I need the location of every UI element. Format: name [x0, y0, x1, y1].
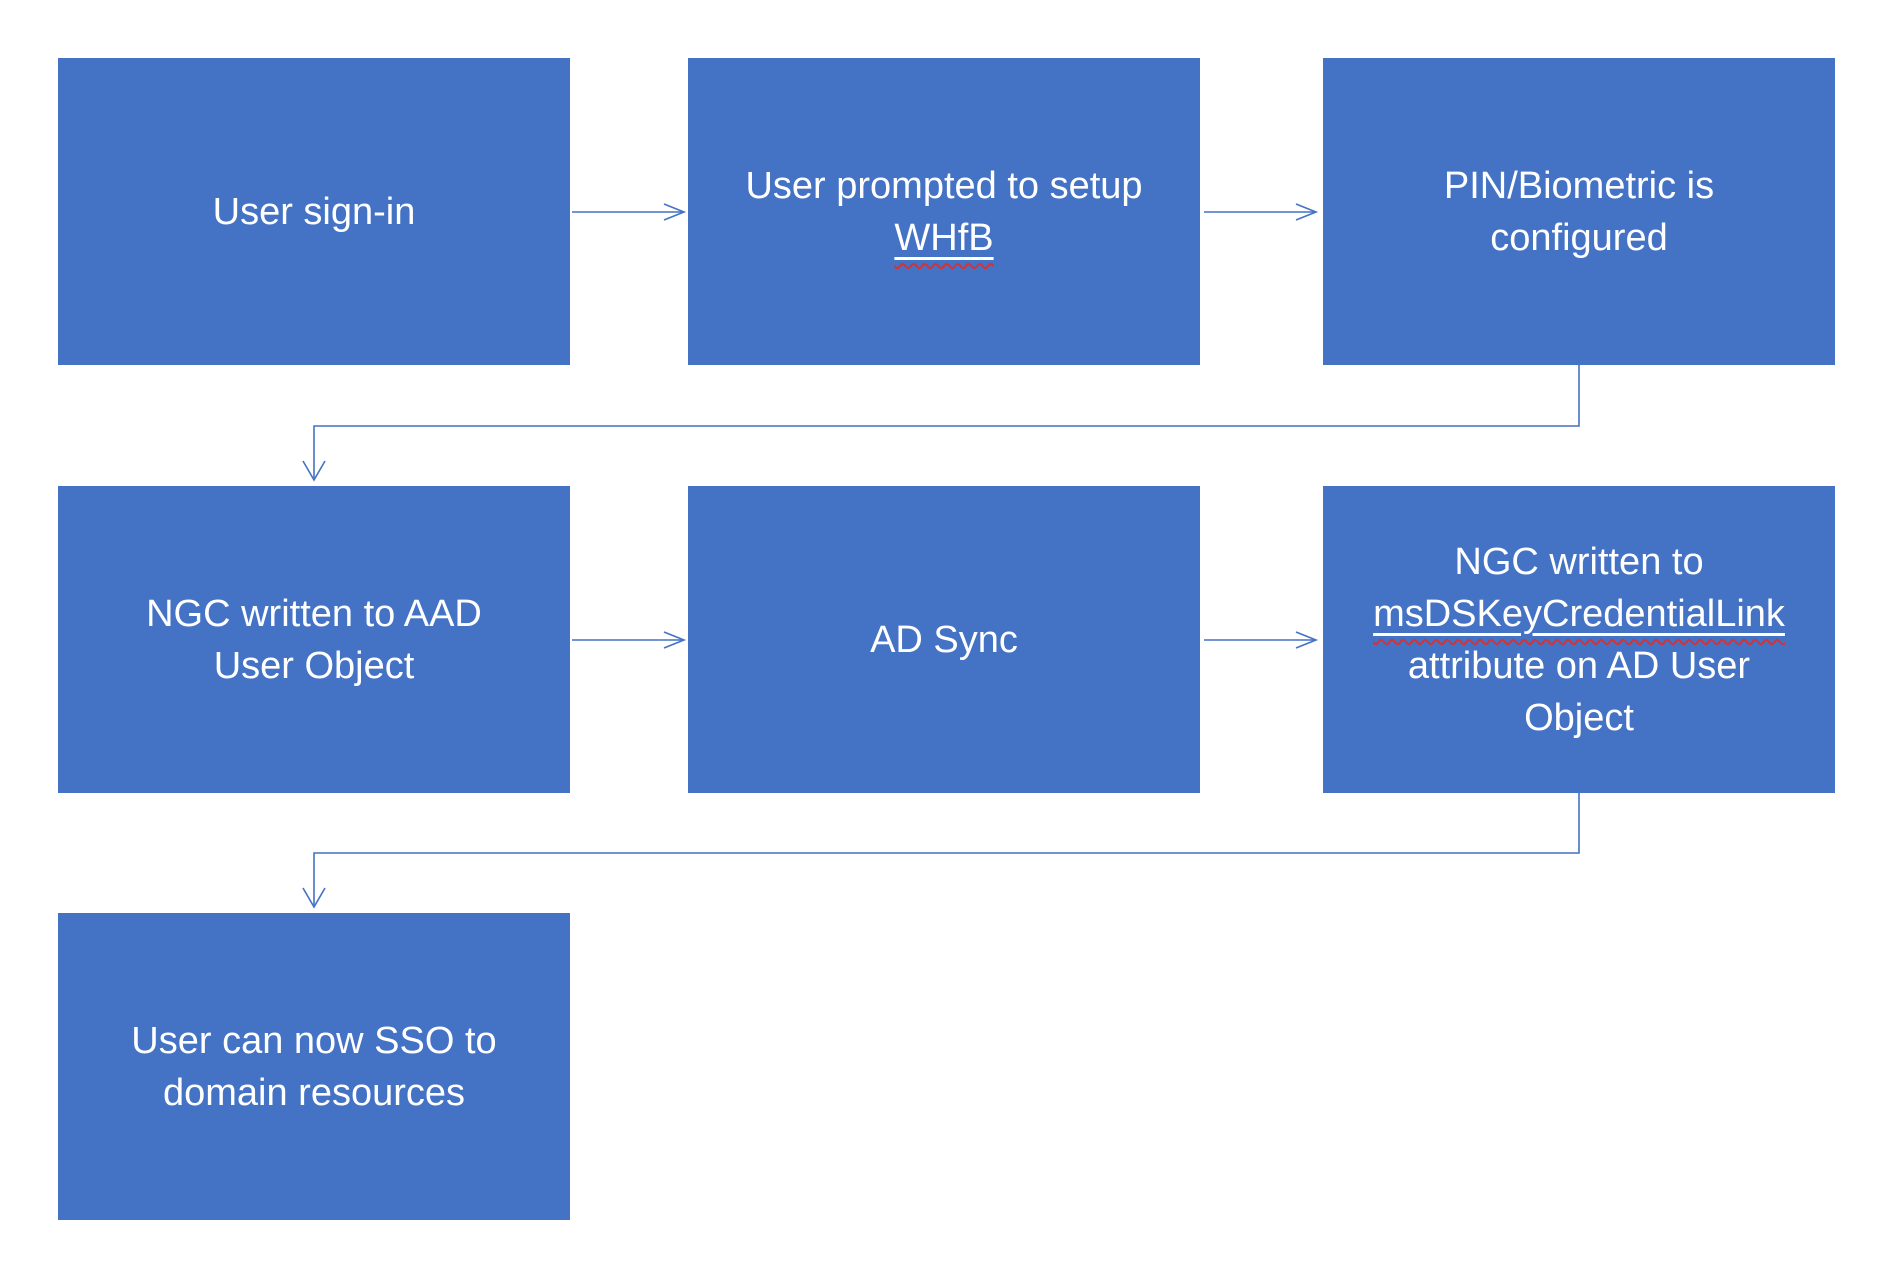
- flow-node-user-sign-in: User sign-in: [58, 58, 570, 365]
- node-label-line: WHfB: [894, 212, 993, 264]
- arrow-prompt-to-pin: [1204, 203, 1319, 221]
- flow-node-user-sso: User can now SSO to domain resources: [58, 913, 570, 1220]
- node-label-line: configured: [1490, 216, 1668, 259]
- elbow-ngckey-to-sso: [302, 793, 1580, 909]
- elbow-pin-to-ngcaad: [302, 365, 1580, 482]
- flow-node-user-prompted-whfb: User prompted to setup WHfB: [688, 58, 1200, 365]
- whfb-link[interactable]: WHfB: [894, 217, 993, 259]
- msdskeycredentiallink-link-text: msDSKeyCredentialLink: [1373, 592, 1785, 635]
- node-label-line: domain resources: [162, 1071, 466, 1114]
- node-label-line: NGC written to: [1454, 540, 1704, 583]
- node-label-line: User Object: [213, 644, 415, 687]
- node-label-line: AD Sync: [870, 618, 1018, 661]
- arrow-signin-to-prompt: [572, 203, 687, 221]
- whfb-link-text: WHfB: [894, 216, 994, 259]
- node-label-line: User sign-in: [212, 190, 416, 233]
- node-label-line: User can now SSO to: [131, 1019, 497, 1062]
- node-label-line: attribute on AD User: [1407, 644, 1751, 687]
- flow-node-pin-biometric-configured: PIN/Biometric is configured: [1323, 58, 1835, 365]
- node-label-line: NGC written to AAD: [146, 592, 482, 635]
- arrow-ngcaad-to-adsync: [572, 631, 687, 649]
- node-label-line: User prompted to setup: [745, 164, 1143, 207]
- msdskeycredentiallink-link[interactable]: msDSKeyCredentialLink: [1373, 593, 1785, 635]
- node-label-line: PIN/Biometric is: [1443, 164, 1715, 207]
- node-label-line: Object: [1524, 696, 1634, 739]
- arrow-adsync-to-ngckey: [1204, 631, 1319, 649]
- node-label-line: msDSKeyCredentialLink: [1373, 588, 1785, 640]
- flow-node-ad-sync: AD Sync: [688, 486, 1200, 793]
- flow-node-ngc-written-aad: NGC written to AAD User Object: [58, 486, 570, 793]
- flow-node-ngc-written-msdskeycredentiallink: NGC written to msDSKeyCredentialLink att…: [1323, 486, 1835, 793]
